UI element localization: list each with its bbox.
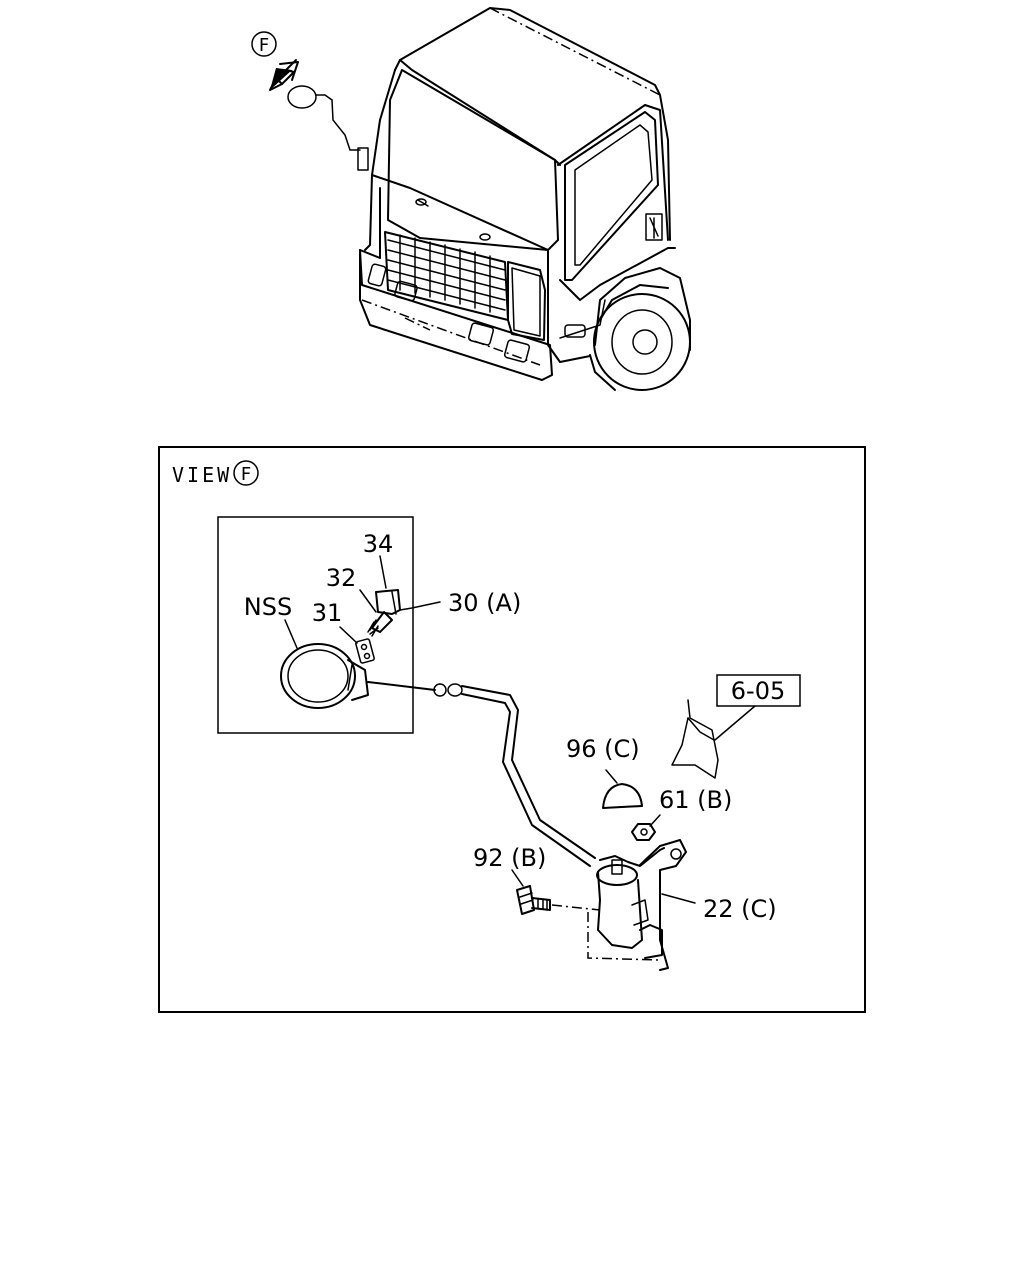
label-nss: NSS: [244, 593, 292, 621]
view-title-text: VIEW: [172, 463, 232, 487]
part-31-bracket: [355, 638, 375, 664]
view-frame: [158, 446, 866, 1013]
view-marker-letter: F: [259, 35, 269, 56]
label-31: 31: [312, 599, 343, 627]
view-title: VIEW F: [172, 460, 259, 487]
view-marker: F: [251, 31, 277, 57]
inset-detail-box: [217, 516, 414, 734]
part-22-washer-pump: [596, 839, 687, 971]
label-30a: 30 (A): [448, 589, 521, 617]
part-92-bolt: [516, 885, 551, 915]
view-arrow-icon: [269, 59, 299, 91]
truck-illustration: F: [251, 7, 691, 391]
ref-6-05: 6-05: [671, 674, 801, 779]
part-34-clip: [375, 589, 401, 615]
part-96-cap: [602, 783, 643, 809]
label-61b: 61 (B): [659, 786, 732, 814]
ref-6-05-label: 6-05: [731, 677, 785, 705]
label-22c: 22 (C): [703, 895, 777, 923]
lamp-callout: [287, 85, 369, 171]
harness: [367, 681, 596, 867]
nss-lamp: [280, 643, 369, 709]
part-61-nut: [631, 823, 656, 841]
label-32: 32: [326, 564, 357, 592]
view-title-letter: F: [241, 464, 251, 485]
label-92b: 92 (B): [473, 844, 546, 872]
label-34: 34: [363, 530, 394, 558]
part-32-screw: [367, 611, 393, 637]
label-96c: 96 (C): [566, 735, 640, 763]
